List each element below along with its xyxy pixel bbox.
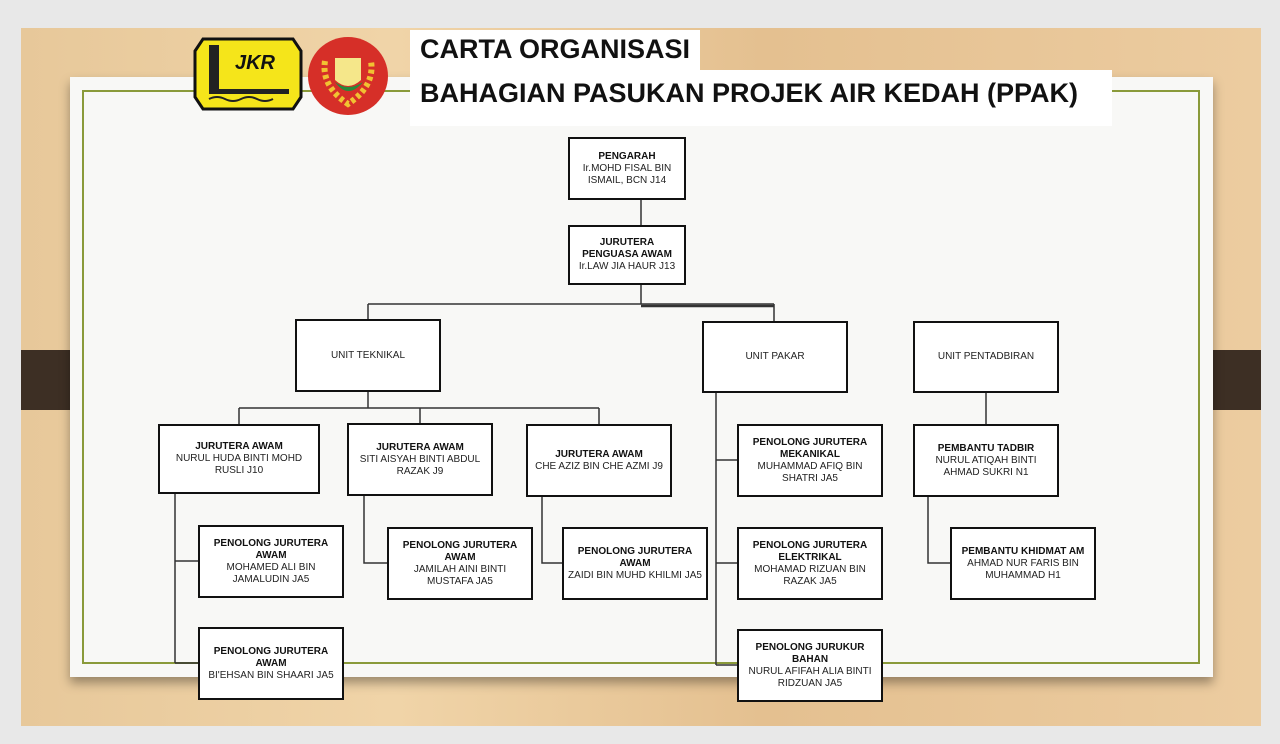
node-unit-pakar: UNIT PAKAR	[702, 321, 848, 393]
node-role: UNIT PAKAR	[745, 351, 805, 362]
node-role: JURUTERA PENGUASA AWAM	[582, 237, 672, 260]
node-role: PENOLONG JURUKUR BAHAN	[755, 641, 865, 665]
node-role: PEMBANTU KHIDMAT AM	[961, 545, 1085, 557]
node-unit-pentadbiran: UNIT PENTADBIRAN	[913, 321, 1059, 393]
node-role: PENOLONG JURUTERA AWAM	[213, 645, 329, 669]
node-role: PENGARAH	[598, 150, 656, 162]
node-role: PENOLONG JURUTERA ELEKTRIKAL	[752, 539, 868, 563]
node-role: UNIT PENTADBIRAN	[937, 351, 1035, 362]
node-name: NURUL ATIQAH BINTI AHMAD SUKRI N1	[935, 454, 1037, 478]
node-name: MOHAMAD RIZUAN BIN RAZAK JA5	[754, 563, 866, 587]
kedah-crest-logo	[307, 36, 389, 121]
chart-title-line2: BAHAGIAN PASUKAN PROJEK AIR KEDAH (PPAK)	[410, 70, 1112, 126]
node-name: Ir.MOHD FISAL BIN ISMAIL, BCN J14	[582, 162, 672, 186]
node-name: SITI AISYAH BINTI ABDUL RAZAK J9	[359, 453, 481, 477]
node-role: JURUTERA AWAM	[555, 448, 643, 460]
node-name: MUHAMMAD AFIQ BIN SHATRI JA5	[757, 460, 863, 484]
node-name: NURUL AFIFAH ALIA BINTI RIDZUAN JA5	[748, 665, 872, 689]
node-role: PENOLONG JURUTERA AWAM	[402, 539, 518, 563]
node-name: CHE AZIZ BIN CHE AZMI J9	[535, 460, 663, 472]
node-role: JURUTERA AWAM	[376, 441, 464, 453]
jkr-logo: JKR	[193, 37, 303, 116]
node-name: ZAIDI BIN MUHD KHILMI JA5	[568, 569, 702, 581]
node-name: JAMILAH AINI BINTI MUSTAFA JA5	[413, 563, 507, 587]
node-role: PENOLONG JURUTERA MEKANIKAL	[752, 436, 868, 460]
node-name: MOHAMED ALI BIN JAMALUDIN JA5	[226, 561, 316, 585]
node-role: UNIT TEKNIKAL	[330, 349, 406, 361]
node-role: PENOLONG JURUTERA AWAM	[577, 545, 693, 569]
node-role: JURUTERA AWAM	[195, 441, 283, 452]
node-name: NURUL HUDA BINTI MOHD RUSLI J10	[175, 453, 303, 476]
node-name: Ir.LAW JIA HAUR J13	[578, 261, 676, 272]
node-unit-teknikal: UNIT TEKNIKAL	[295, 319, 441, 392]
node-name: BI'EHSAN BIN SHAARI JA5	[208, 669, 334, 681]
node-name: AHMAD NUR FARIS BIN MUHAMMAD H1	[967, 557, 1079, 581]
svg-text:JKR: JKR	[235, 52, 276, 74]
node-role: PEMBANTU TADBIR	[937, 442, 1035, 454]
node-role: PENOLONG JURUTERA AWAM	[213, 537, 329, 561]
chart-title-line1: CARTA ORGANISASI	[410, 30, 700, 76]
